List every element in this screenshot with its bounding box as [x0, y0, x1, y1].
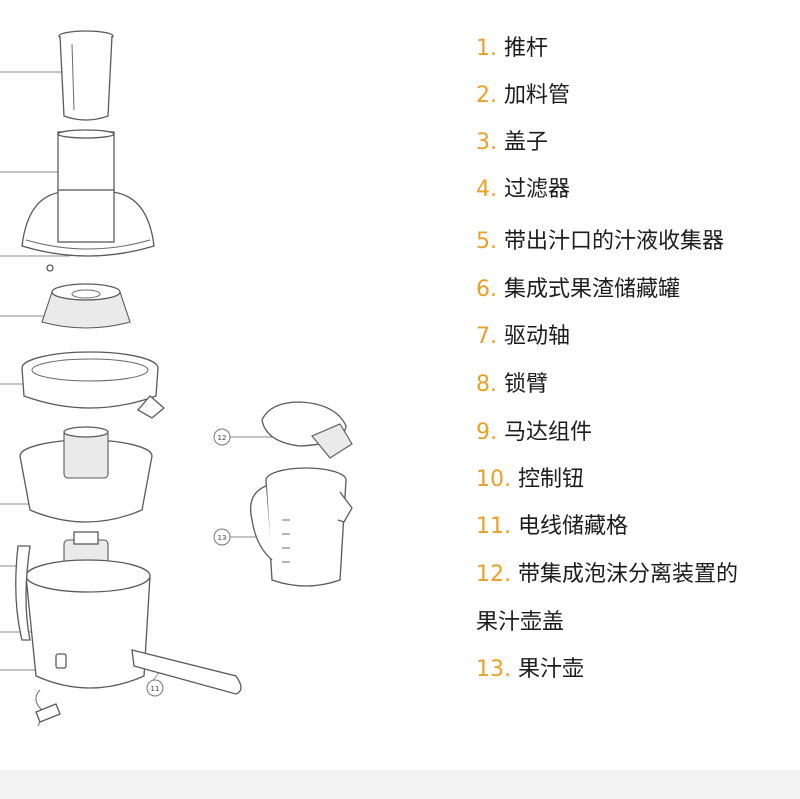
legend-item-12: 12. 带集成泡沫分离装置的	[476, 560, 738, 590]
callout-13: 13	[213, 528, 231, 546]
legend-item-5: 5. 带出汁口的汁液收集器	[476, 227, 724, 257]
legend-item-7: 7. 驱动轴	[476, 322, 570, 352]
legend-item-11: 11. 电线储藏格	[476, 512, 628, 542]
legend-number: 3.	[476, 130, 497, 155]
svg-text:11: 11	[151, 685, 160, 693]
legend-item-10: 10. 控制钮	[476, 465, 584, 495]
legend-number: 10.	[476, 467, 511, 492]
legend-label: 加料管	[504, 83, 571, 108]
exploded-view-illustration: 12 13 11	[0, 30, 353, 727]
lid-with-feed-tube-part	[21, 129, 155, 272]
legend-item-12-continuation: 果汁壶盖	[476, 608, 564, 638]
legend-label: 过滤器	[504, 177, 571, 202]
legend-item-8: 8. 锁臂	[476, 370, 548, 400]
bottom-band	[0, 770, 800, 799]
legend-label: 电线储藏格	[518, 514, 629, 539]
legend-item-1: 1. 推杆	[476, 34, 548, 64]
motor-unit-part	[15, 531, 242, 727]
legend-number: 12.	[476, 562, 511, 587]
legend-item-3: 3. 盖子	[476, 128, 548, 158]
filter-part	[41, 283, 131, 329]
legend-number: 11.	[476, 514, 511, 539]
legend-label: 控制钮	[518, 467, 585, 492]
pulp-container-part	[19, 426, 153, 523]
legend-label: 驱动轴	[504, 324, 571, 349]
legend-item-2: 2. 加料管	[476, 81, 570, 111]
legend-item-6: 6. 集成式果渣储藏罐	[476, 275, 680, 305]
legend-label: 带出汁口的汁液收集器	[504, 229, 725, 254]
callout-11: 11	[146, 679, 164, 697]
legend-label: 锁臂	[504, 372, 549, 397]
legend-item-13: 13. 果汁壶	[476, 655, 584, 685]
legend-item-4: 4. 过滤器	[476, 175, 570, 205]
svg-text:12: 12	[218, 434, 227, 442]
legend-label: 推杆	[504, 36, 549, 61]
legend-number: 1.	[476, 36, 497, 61]
legend-label-continuation: 果汁壶盖	[476, 610, 565, 635]
legend-number: 7.	[476, 324, 497, 349]
svg-text:13: 13	[218, 534, 227, 542]
legend-number: 2.	[476, 83, 497, 108]
legend-label: 马达组件	[504, 420, 593, 445]
juice-jug-part	[249, 467, 353, 587]
legend-label: 果汁壶	[518, 657, 585, 682]
legend-item-9: 9. 马达组件	[476, 418, 592, 448]
legend-label: 带集成泡沫分离装置的	[518, 562, 739, 587]
juice-collector-part	[21, 351, 166, 419]
legend-number: 4.	[476, 177, 497, 202]
legend-number: 5.	[476, 229, 497, 254]
legend-number: 13.	[476, 657, 511, 682]
jug-lid-part	[261, 401, 353, 459]
callout-12: 12	[213, 428, 231, 446]
legend-label: 盖子	[504, 130, 549, 155]
pusher-part	[58, 30, 114, 121]
legend-number: 8.	[476, 372, 497, 397]
legend-number: 6.	[476, 277, 497, 302]
legend-label: 集成式果渣储藏罐	[504, 277, 681, 302]
legend-number: 9.	[476, 420, 497, 445]
